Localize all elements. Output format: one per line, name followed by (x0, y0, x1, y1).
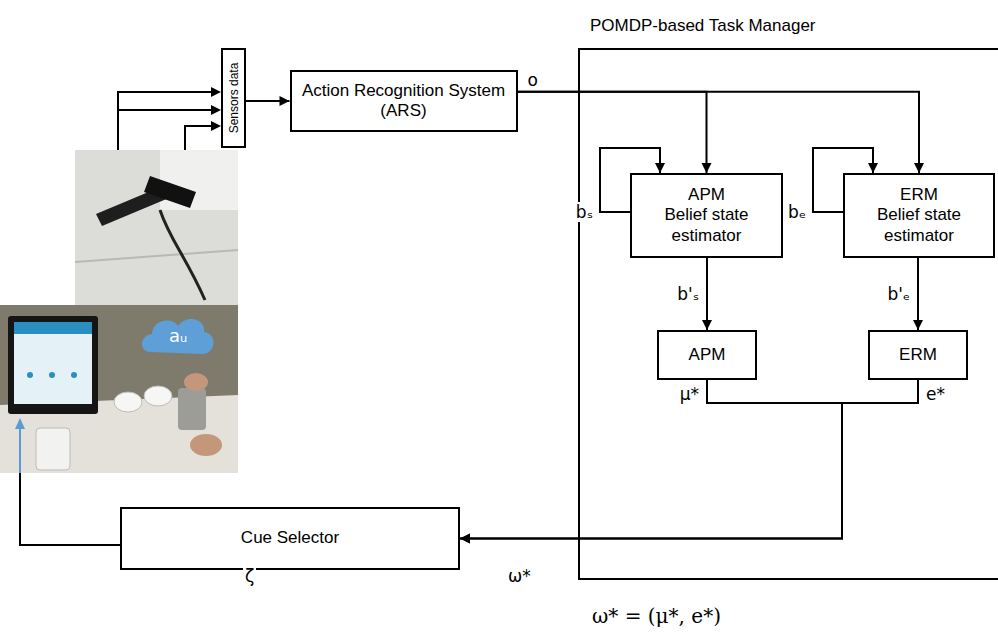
signal-label: bₑ (786, 202, 808, 222)
signal-label: bₛ (574, 202, 595, 222)
sensor-wire (118, 109, 213, 111)
jar (36, 428, 70, 470)
process-box: Cue Selector (120, 507, 460, 570)
signal-label: b'ₑ (885, 284, 912, 304)
arrow-head (211, 121, 221, 131)
connector-line (706, 258, 708, 330)
process-box: ERMBelief state estimator (843, 173, 995, 258)
user-action-label: aᵤ (167, 325, 189, 347)
screen-dot (71, 372, 77, 378)
box-label: Cue Selector (241, 528, 339, 548)
arrow-head (15, 418, 25, 429)
signal-label: μ* (678, 384, 701, 404)
arrow-head (460, 534, 470, 544)
screen-bar (14, 322, 92, 334)
camera-cable (160, 210, 205, 300)
task-manager-frame: POMDP-based Task ManagerAPMBelief state … (578, 48, 998, 580)
arrow-head (460, 534, 470, 544)
cup (144, 386, 172, 406)
hand (184, 373, 208, 391)
box-label: ERM (900, 185, 938, 205)
sensor-wire (185, 126, 213, 150)
box-label: APM (688, 185, 725, 205)
cup (114, 392, 142, 412)
sensor-box: Sensors data (221, 48, 246, 148)
arrow-head (211, 87, 221, 97)
kettle (178, 388, 206, 430)
connector-line (518, 92, 707, 173)
arrow-head (913, 320, 923, 330)
signal-label: b'ₛ (675, 284, 701, 304)
box-text-group: APM (689, 345, 726, 365)
box-text-group: ERMBelief state estimator (863, 185, 975, 246)
box-label: Belief state estimator (651, 205, 763, 246)
screen-dot (49, 372, 55, 378)
signal-label: ζ (243, 566, 256, 586)
connector (518, 92, 712, 173)
connector-line (460, 380, 918, 539)
tablet-screen (14, 322, 92, 404)
connector (913, 258, 923, 330)
process-box: APMBelief state estimator (630, 173, 783, 258)
signal-label: o (526, 70, 540, 90)
hand (190, 434, 222, 456)
signal-label: ω* (506, 566, 533, 586)
formula: ω* = (μ*, e*) (590, 604, 723, 628)
arrow-head (211, 105, 221, 115)
process-box: ERM (868, 330, 968, 380)
kitchen-photo (0, 305, 238, 473)
connector (460, 380, 842, 544)
process-box: APM (657, 330, 757, 380)
box-text-group: ERM (899, 345, 937, 365)
connector-line (460, 380, 842, 539)
box-label: Belief state estimator (863, 205, 975, 246)
tablet-frame (8, 316, 98, 414)
arrow-head (914, 163, 924, 173)
box-text-group: APMBelief state estimator (651, 185, 763, 246)
camera-photo (75, 150, 238, 310)
box-label: Action Recognition System (ARS) (298, 81, 510, 122)
process-box: Action Recognition System (ARS) (290, 70, 518, 132)
box-label: Sensors data (227, 63, 241, 134)
screen-dot (27, 372, 33, 378)
camera-head (144, 176, 196, 208)
connector (460, 380, 918, 544)
thought-cloud (142, 319, 214, 354)
photo-edge (75, 250, 238, 262)
box-label: APM (689, 345, 726, 365)
box-text-group: Action Recognition System (ARS) (298, 81, 510, 122)
arrow-head (868, 163, 878, 173)
sensor-wire (118, 92, 213, 150)
arrow-head (702, 320, 712, 330)
box-label: ERM (899, 345, 937, 365)
connector-line (917, 258, 919, 330)
arrow-head (280, 96, 290, 106)
arrow-head (655, 163, 665, 173)
connector (702, 258, 712, 330)
arrow-head (702, 163, 712, 173)
frame-title: POMDP-based Task Manager (590, 16, 816, 36)
box-text-group: Cue Selector (241, 528, 339, 548)
signal-label: e* (924, 384, 947, 404)
connector (246, 96, 290, 106)
cue-wire (20, 473, 120, 545)
cue-wire (19, 428, 21, 473)
